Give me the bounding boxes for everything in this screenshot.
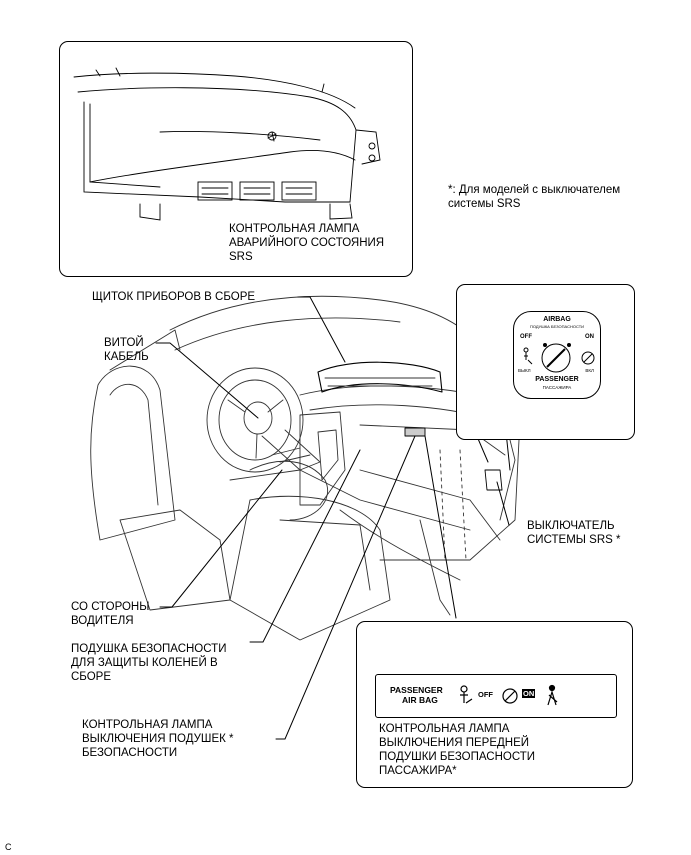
label-line: ПАССАЖИРА*: [379, 765, 457, 777]
label-line: БЕЗОПАСНОСТИ: [82, 747, 178, 759]
label-line: СО СТОРОНЫ: [71, 601, 150, 613]
label-line: ВЫКЛЮЧЕНИЯ ПЕРЕДНЕЙ: [379, 737, 530, 749]
indicator-icons: [460, 684, 558, 706]
key-slot-icon: [523, 343, 595, 373]
switch-top-ru-label: ПОДУШКА БЕЗОПАСНОСТИ: [529, 324, 585, 329]
switch-on-ru-label: ВКЛ: [585, 368, 594, 373]
switch-face: AIRBAG ПОДУШКА БЕЗОПАСНОСТИ OFF ON: [513, 311, 601, 399]
warning-lamp-label: КОНТРОЛЬНАЯ ЛАМПА АВАРИЙНОГО СОСТОЯНИЯ S…: [229, 222, 384, 264]
label-line: ПОДУШКА БЕЗОПАСНОСТИ: [71, 643, 227, 655]
car-interior: [90, 295, 521, 641]
label-line: ВЫКЛЮЧЕНИЯ ПОДУШЕК *: [82, 733, 234, 745]
indicator-passenger-label: PASSENGER: [390, 685, 443, 695]
switch-on-label: ON: [585, 334, 594, 340]
airbag-off-lamp-label: КОНТРОЛЬНАЯ ЛАМПА ВЫКЛЮЧЕНИЯ ПОДУШЕК * Б…: [82, 718, 234, 760]
note-line: системы SRS: [448, 198, 521, 210]
instrument-panel-label: ЩИТОК ПРИБОРОВ В СБОРЕ: [92, 291, 256, 303]
passenger-airbag-icon: [523, 347, 533, 365]
label-line: СИСТЕМЫ SRS *: [527, 534, 621, 546]
cluster-drawing: [73, 67, 381, 221]
indicator-panel: PASSENGER AIR BAG OFF ON: [375, 674, 617, 718]
indicator-airbag-label: AIR BAG: [402, 695, 438, 705]
srs-switch-inset: AIRBAG ПОДУШКА БЕЗОПАСНОСТИ OFF ON: [456, 284, 635, 440]
label-line: ВЫКЛЮЧАТЕЛЬ: [527, 520, 615, 532]
label-line: КОНТРОЛЬНАЯ ЛАМПА: [229, 223, 360, 235]
label-line: ПОДУШКИ БЕЗОПАСНОСТИ: [379, 751, 536, 763]
label-line: СБОРЕ: [71, 671, 112, 683]
label-line: ВИТОЙ: [104, 337, 144, 349]
switch-bottom-ru-label: ПАССАЖИРА: [542, 385, 572, 390]
label-line: ДЛЯ ЗАЩИТЫ КОЛЕНЕЙ В: [71, 657, 218, 669]
no-passenger-icon: [581, 351, 595, 365]
airbag-warning-icon: [460, 685, 473, 704]
passenger-lamp-label: КОНТРОЛЬНАЯ ЛАМПА ВЫКЛЮЧЕНИЯ ПЕРЕДНЕЙ ПО…: [379, 722, 535, 778]
passenger-indicator-inset: PASSENGER AIR BAG OFF ON КОНТРОЛ: [356, 621, 633, 788]
knee-airbag-label: ПОДУШКА БЕЗОПАСНОСТИ ДЛЯ ЗАЩИТЫ КОЛЕНЕЙ …: [71, 642, 226, 684]
switch-top-label: AIRBAG: [543, 316, 571, 323]
note-text: *: Для моделей с выключателем системы SR…: [448, 183, 620, 211]
indicator-off-label: OFF: [478, 690, 493, 699]
label-line: ВОДИТЕЛЯ: [71, 615, 134, 627]
srs-switch-label: ВЫКЛЮЧАТЕЛЬ СИСТЕМЫ SRS *: [527, 519, 620, 547]
instrument-cluster-inset: КОНТРОЛЬНАЯ ЛАМПА АВАРИЙНОГО СОСТОЯНИЯ S…: [59, 41, 413, 277]
note-line: *: Для моделей с выключателем: [448, 184, 621, 196]
spiral-cable-label: ВИТОЙ КАБЕЛЬ: [104, 336, 149, 364]
switch-bottom-label: PASSENGER: [535, 376, 579, 383]
driver-side-label: СО СТОРОНЫ ВОДИТЕЛЯ: [71, 600, 149, 628]
label-line: КАБЕЛЬ: [104, 351, 149, 363]
indicator-on-label: ON: [522, 689, 536, 698]
label-line: КОНТРОЛЬНАЯ ЛАМПА: [82, 719, 213, 731]
switch-off-label: OFF: [520, 334, 532, 340]
label-line: АВАРИЙНОГО СОСТОЯНИЯ: [229, 237, 385, 249]
seatbelt-icon: [547, 684, 558, 706]
switch-off-ru-label: ВЫКЛ: [518, 368, 531, 373]
label-line: КОНТРОЛЬНАЯ ЛАМПА: [379, 723, 510, 735]
no-passenger-icon: [502, 688, 518, 704]
corner-code: C: [5, 842, 12, 852]
label-line: SRS: [229, 251, 253, 263]
